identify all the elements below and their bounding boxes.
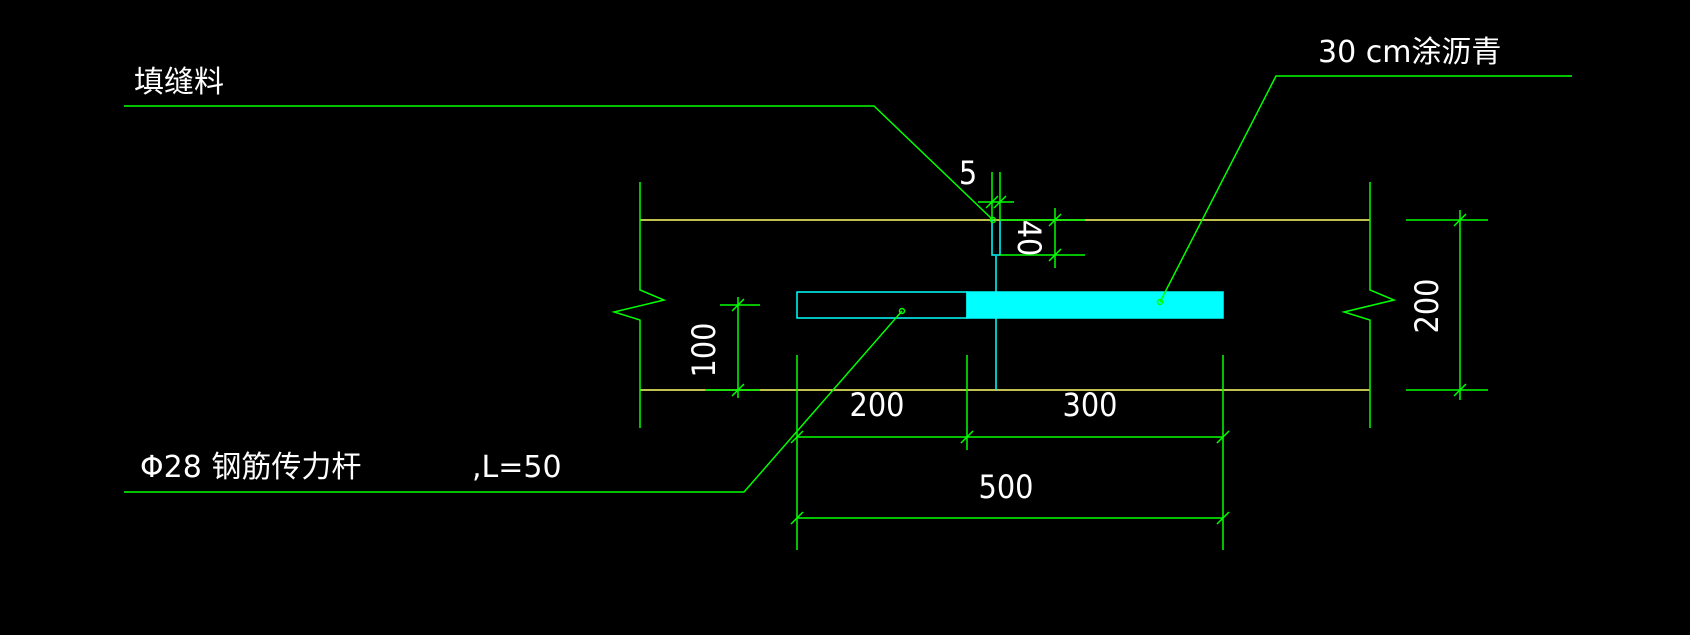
dim-bar-height-tick-bottom (731, 383, 745, 397)
asphalt-leader (1159, 75, 1572, 303)
dowel-bar-asphalt-part (966, 291, 1224, 319)
dim-depth-tick-top (1048, 213, 1062, 227)
dim-parts-tick-left (790, 430, 804, 444)
dim-thickness-tick-top (1453, 213, 1467, 227)
label-filler: 填缝料 (134, 65, 224, 100)
dowel-bar-left-part (796, 291, 968, 319)
dim-parts-tick-right (1216, 430, 1230, 444)
dim-parts-tick-middle (960, 430, 974, 444)
dim-gap-tick-right (993, 195, 1007, 209)
dim-depth-text: 40 (1010, 220, 1048, 257)
left-break-line (611, 182, 667, 428)
dimension-lines (705, 172, 1488, 550)
right-break-line (1341, 182, 1397, 428)
dim-bar-height-tick-top (731, 298, 745, 312)
filler-leader (124, 105, 994, 221)
label-rebar: Φ28 钢筋传力杆 (140, 450, 361, 485)
dim-thickness-text: 200 (1408, 279, 1446, 334)
dowel-bar (796, 291, 1224, 319)
label-asphalt: 30 cm涂沥青 (1318, 35, 1501, 70)
dim-total-tick-right (1216, 511, 1230, 525)
filler-groove (991, 220, 1001, 256)
break-lines (611, 182, 1397, 428)
leader-lines (124, 75, 1572, 493)
dim-gap-text: 5 (959, 154, 977, 192)
dim-left-part-text: 200 (850, 386, 905, 424)
label-rebar-length: ,L=50 (472, 450, 562, 485)
dim-depth-tick-bottom (1048, 248, 1062, 262)
asphalt-leader-dot (1156, 298, 1164, 306)
dim-total-text: 500 (979, 468, 1034, 506)
dim-total-tick-left (790, 511, 804, 525)
rebar-leader-dot (898, 307, 906, 315)
filler-leader-dot (989, 216, 997, 224)
dim-bar-height-text: 100 (685, 323, 723, 378)
dim-gap-tick-left (985, 195, 999, 209)
rebar-leader (124, 310, 903, 493)
dim-thickness-tick-bottom (1453, 383, 1467, 397)
joint (991, 220, 1001, 390)
dim-right-part-text: 300 (1063, 386, 1118, 424)
